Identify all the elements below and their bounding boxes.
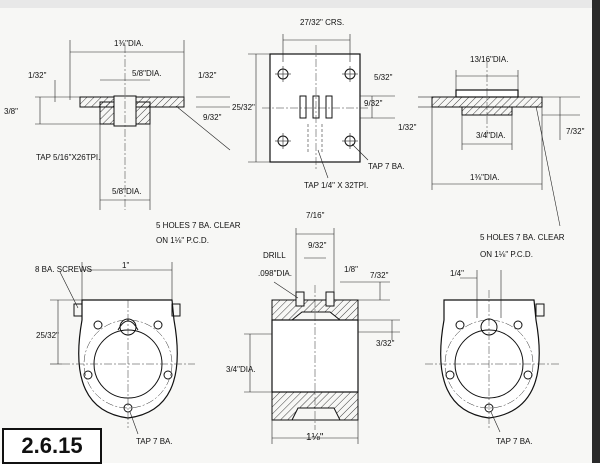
top-middle-plan-view [248,34,395,179]
tm-tap7: TAP 7 BA. [368,162,405,171]
bm-dim-7-32: 7/32" [370,271,389,280]
slot [325,95,333,119]
slot [299,95,307,119]
bl-screw-hole [163,370,173,380]
bottom-left-front-view [50,262,195,435]
bottom-middle-section-view [244,228,400,444]
tr-dia-3-4: 3/4"DIA. [476,131,506,140]
bm-dia-3-4: 3/4"DIA. [226,365,256,374]
bm-drill-dia: .098"DIA. [258,269,292,278]
bl-screw-hole [93,320,103,330]
tl-tap: TAP 5/16"X26TPI. [36,153,100,162]
br-dim-1-4: 1/4" [450,269,464,278]
top-left-flange-view [35,40,231,210]
tl-dia-bottom: 5/8"DIA. [112,187,142,196]
bl-tap7: TAP 7 BA. [136,437,173,446]
tl-dia-main: 1⅜"DIA. [114,39,144,48]
top-right-elevation-view [418,60,580,227]
bl-dim-1: 1" [122,261,129,270]
right-edge [592,0,600,463]
tr-dim-7-32: 7/32" [566,127,585,136]
figure-label: 2.6.15 [2,428,102,464]
bm-drill-hole [325,291,335,307]
tm-crs: 27/32" CRS. [300,18,344,27]
tr-dim-1-32: 1/32" [398,123,417,132]
bl-screw-head [73,303,83,317]
bm-dim-1-1-8: 1⅛" [306,432,324,443]
bl-screw-hole [83,370,93,380]
br-hole [523,370,533,380]
br-lug [535,303,545,317]
tm-tap-quarter: TAP 1/4" X 32TPI. [304,181,368,190]
tl-dim-9-32: 9/32" [203,113,222,122]
bl-screw-head [171,303,181,317]
tr-holes-note-2: ON 1⅛" P.C.D. [480,250,533,259]
bm-dim-1-8: 1/8" [344,265,358,274]
br-hole [445,370,455,380]
bm-dim-9-32: 9/32" [308,241,327,250]
tl-dim-1-32b: 1/32" [198,71,217,80]
bm-drill: DRILL [263,251,286,260]
tm-dim-5-32: 5/32" [374,73,393,82]
tr-dia-1-3-8: 1⅜"DIA. [470,173,500,182]
bl-dim-25-32: 25/32" [36,331,59,340]
br-hole [455,320,465,330]
tl-holes-note-2: ON 1⅛" P.C.D. [156,236,209,245]
tm-dim-9-32: 9/32" [364,99,383,108]
br-tap7: TAP 7 BA. [496,437,533,446]
tl-dim-1-32: 1/32" [28,71,47,80]
tr-holes-note-1: 5 HOLES 7 BA. CLEAR [480,233,565,242]
bottom-right-rear-view [425,270,560,433]
bm-bottom-notch [291,407,341,421]
tl-holes-note-1: 5 HOLES 7 BA. CLEAR [156,221,241,230]
top-edge [0,0,600,8]
bm-drill-hole [295,291,305,307]
bm-dim-7-16: 7/16" [306,211,325,220]
bl-screw-hole [153,320,163,330]
bl-screws: 8 BA. SCREWS [35,265,92,274]
tl-dim-3-8: 3/8" [4,107,18,116]
tl-dia-boss: 5/8"DIA. [132,69,162,78]
tm-dim-25-32: 25/32" [232,103,255,112]
bm-dim-3-32: 3/32" [376,339,395,348]
tr-dia-13-16: 13/16"DIA. [470,55,508,64]
br-hole [513,320,523,330]
